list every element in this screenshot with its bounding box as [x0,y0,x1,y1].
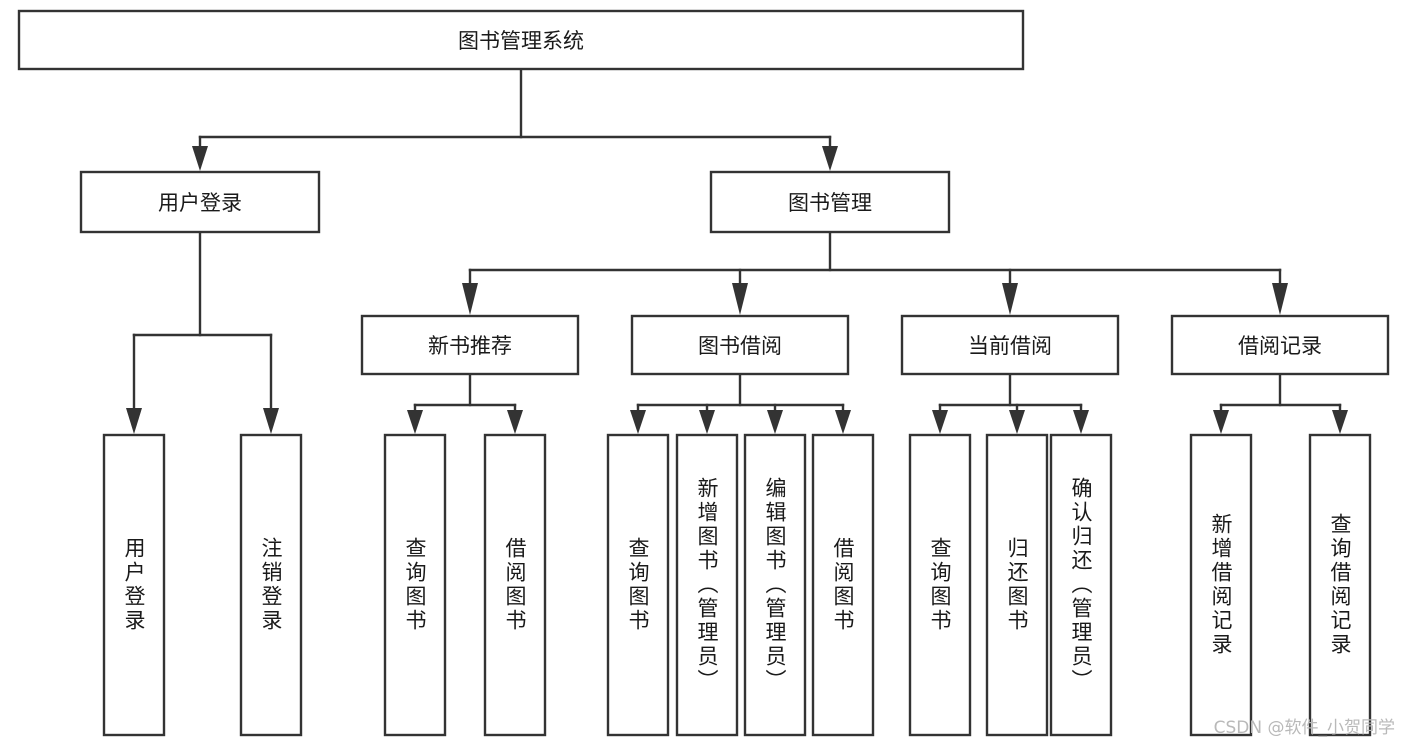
arrow-icon-leaf-query-record [1332,410,1348,434]
node-leaf-confirm-return[interactable]: 确认归还（管理员） [1049,433,1113,737]
node-leaf-borrow-book-rec-label: 借阅图书 [503,537,527,633]
arrow-icon-leaf-borrow-book-b [835,410,851,434]
node-leaf-add-record-box[interactable] [1189,433,1253,737]
node-leaf-query-record[interactable]: 查询借阅记录 [1308,433,1372,737]
arrow-icon-leaf-user-logout [263,408,279,434]
node-leaf-confirm-return-label: 确认归还（管理员） [1069,477,1093,693]
arrow-icon-leaf-query-book-rec [407,410,423,434]
node-user-login-label: 用户登录 [158,191,242,215]
node-leaf-borrow-book-b-box[interactable] [811,433,875,737]
node-current-borrow[interactable]: 当前借阅 [900,314,1120,376]
node-user-login-box[interactable] [79,170,321,234]
node-book-borrow-box[interactable] [630,314,850,376]
node-leaf-user-login-box[interactable] [102,433,166,737]
node-new-book-recommend-box[interactable] [360,314,580,376]
arrow-icon-borrow-record [1272,283,1288,315]
node-book-manage[interactable]: 图书管理 [709,170,951,234]
node-book-borrow-label: 图书借阅 [698,334,782,358]
node-book-manage-label: 图书管理 [788,191,872,215]
csdn-watermark: CSDN @软件_小贺同学 [1214,718,1395,738]
node-leaf-add-book-label: 新增图书（管理员） [695,477,719,693]
node-current-borrow-box[interactable] [900,314,1120,376]
node-leaf-borrow-book-b[interactable]: 借阅图书 [811,433,875,737]
node-new-book-recommend[interactable]: 新书推荐 [360,314,580,376]
node-leaf-return-book-label: 归还图书 [1005,537,1029,633]
arrow-icon-leaf-borrow-book-rec [507,410,523,434]
arrow-icon-leaf-edit-book [767,410,783,434]
node-leaf-query-record-box[interactable] [1308,433,1372,737]
arrow-icon-book-borrow [732,283,748,315]
node-leaf-query-book-rec-label: 查询图书 [403,537,427,633]
node-book-borrow[interactable]: 图书借阅 [630,314,850,376]
node-leaf-user-logout-box[interactable] [239,433,303,737]
arrow-icon-leaf-confirm-return [1073,410,1089,434]
arrow-icon-leaf-query-book-c [932,410,948,434]
node-leaf-query-book-rec-box[interactable] [383,433,447,737]
node-borrow-record[interactable]: 借阅记录 [1170,314,1390,376]
node-leaf-add-record-label: 新增借阅记录 [1209,513,1233,657]
node-leaf-query-book-b-label: 查询图书 [626,537,650,633]
node-borrow-record-box[interactable] [1170,314,1390,376]
arrow-icon-leaf-query-book-b [630,410,646,434]
arrow-icon-leaf-user-login [126,408,142,434]
node-leaf-add-record[interactable]: 新增借阅记录 [1189,433,1253,737]
node-leaf-user-login[interactable]: 用户登录 [102,433,166,737]
node-leaf-query-book-b[interactable]: 查询图书 [606,433,670,737]
node-leaf-query-book-b-box[interactable] [606,433,670,737]
node-book-manage-box[interactable] [709,170,951,234]
node-leaf-confirm-return-box[interactable] [1049,433,1113,737]
node-leaf-borrow-book-rec[interactable]: 借阅图书 [483,433,547,737]
node-user-login[interactable]: 用户登录 [79,170,321,234]
node-root-box[interactable] [17,9,1025,71]
connector-layer [126,67,1348,434]
arrow-icon-to-book-manage [822,146,838,171]
node-leaf-add-book[interactable]: 新增图书（管理员） [675,433,739,737]
arrow-icon-leaf-return-book [1009,410,1025,434]
arrow-icon-leaf-add-record [1213,410,1229,434]
node-leaf-user-logout-label: 注销登录 [259,537,283,633]
node-borrow-record-label: 借阅记录 [1238,334,1322,358]
node-current-borrow-label: 当前借阅 [968,334,1052,358]
node-new-book-recommend-label: 新书推荐 [428,334,512,358]
node-leaf-query-book-c-label: 查询图书 [928,537,952,633]
node-leaf-user-logout[interactable]: 注销登录 [239,433,303,737]
arrow-icon-leaf-add-book [699,410,715,434]
node-root[interactable]: 图书管理系统 [17,9,1025,71]
node-leaf-user-login-label: 用户登录 [122,537,146,633]
node-leaf-query-record-label: 查询借阅记录 [1328,513,1352,657]
node-leaf-borrow-book-b-label: 借阅图书 [831,537,855,633]
node-leaf-edit-book[interactable]: 编辑图书（管理员） [743,433,807,737]
node-leaf-query-book-c[interactable]: 查询图书 [908,433,972,737]
arrow-icon-new-book-recommend [462,283,478,315]
node-leaf-edit-book-label: 编辑图书（管理员） [763,477,787,693]
node-leaf-return-book[interactable]: 归还图书 [985,433,1049,737]
node-leaf-borrow-book-rec-box[interactable] [483,433,547,737]
node-leaf-edit-book-box[interactable] [743,433,807,737]
node-leaf-add-book-box[interactable] [675,433,739,737]
arrow-icon-to-user-login [192,146,208,171]
node-leaf-query-book-rec[interactable]: 查询图书 [383,433,447,737]
node-root-label: 图书管理系统 [458,29,584,53]
node-leaf-return-book-box[interactable] [985,433,1049,737]
arrow-icon-current-borrow [1002,283,1018,315]
node-leaf-query-book-c-box[interactable] [908,433,972,737]
